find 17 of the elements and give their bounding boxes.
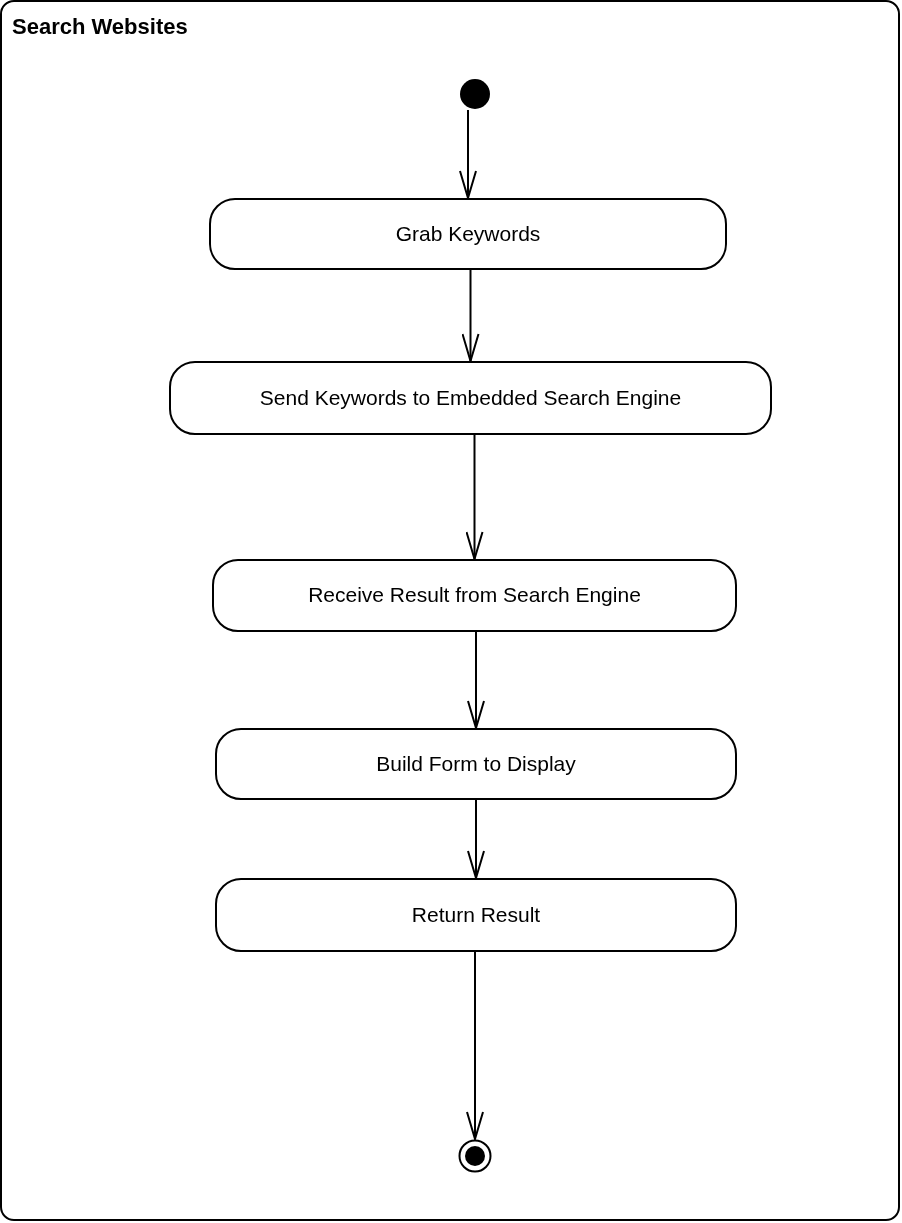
action-label: Send Keywords to Embedded Search Engine [258, 384, 683, 411]
action-label: Receive Result from Search Engine [307, 582, 642, 609]
arrow [459, 109, 477, 199]
action-box [212, 559, 737, 632]
arrow [465, 434, 484, 560]
frame-title: Search Websites [12, 13, 188, 41]
arrow [467, 799, 485, 879]
action-label: Return Result [410, 901, 542, 928]
action-box [169, 361, 772, 435]
action-box [215, 728, 737, 800]
arrow [461, 269, 480, 362]
action-label: Build Form to Display [375, 750, 577, 777]
arrow [466, 951, 484, 1140]
action-box [209, 198, 727, 270]
action-label: Grab Keywords [394, 220, 542, 247]
arrow [467, 631, 485, 729]
action-box [215, 878, 737, 952]
